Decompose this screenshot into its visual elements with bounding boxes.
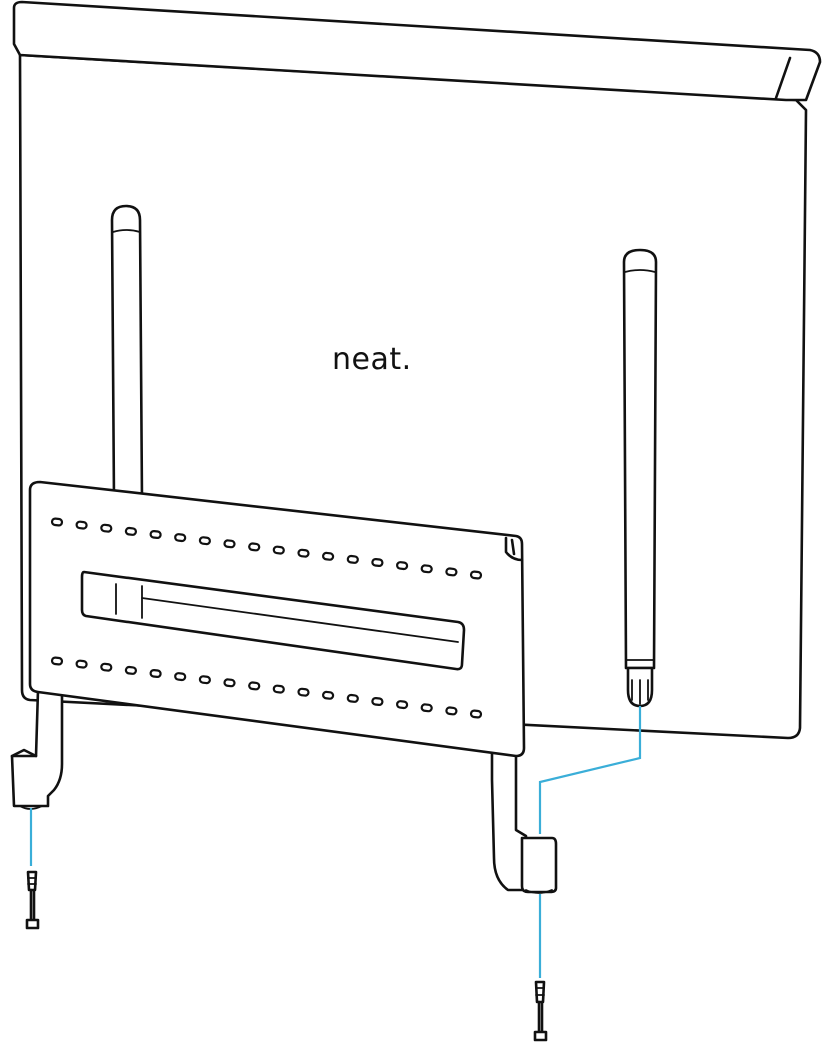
plate-hole: [248, 542, 261, 552]
screw-right: [533, 980, 548, 1042]
screw-left: [25, 870, 40, 930]
plate-hole: [396, 700, 409, 710]
bracket-leg-right: [490, 738, 558, 894]
wall-plate: [28, 480, 526, 758]
plate-hole: [149, 668, 162, 679]
plate-hole: [346, 554, 359, 564]
plate-hole: [149, 529, 162, 540]
plate-hole: [445, 567, 458, 577]
plate-hole: [248, 681, 261, 691]
plate-hole: [50, 656, 64, 666]
plate-hole: [124, 526, 137, 536]
plate-hole: [297, 687, 310, 697]
plate-hole: [223, 678, 236, 688]
plate-hole: [469, 709, 483, 719]
plate-holes-top: [50, 517, 483, 580]
bracket-leg-left: [10, 688, 64, 810]
plate-hole: [420, 564, 433, 574]
plate-hole: [322, 551, 335, 561]
guide-lines: [29, 706, 642, 978]
plate-hole: [469, 570, 483, 580]
plate-hole: [198, 536, 211, 546]
plate-hole: [100, 662, 113, 672]
plate-hole: [272, 684, 285, 694]
plate-hole: [272, 545, 285, 555]
plate-hole: [124, 665, 137, 675]
plate-hole: [174, 672, 187, 682]
plate-hole: [50, 517, 64, 527]
plate-hole: [420, 703, 433, 713]
guide-line-right-upper: [538, 706, 642, 834]
plate-hole: [100, 523, 113, 533]
neat-logo: neat.: [332, 342, 412, 377]
plate-hole: [371, 696, 384, 707]
plate-hole: [322, 690, 335, 700]
plate-hole: [75, 659, 88, 669]
plate-hole: [297, 548, 310, 558]
plate-hole: [198, 675, 211, 685]
plate-hole: [75, 520, 88, 530]
plate-hole: [346, 693, 359, 703]
plate-hole: [223, 539, 236, 549]
plate-hole: [371, 557, 384, 568]
plate-hole: [174, 533, 187, 543]
plate-holes-bottom: [50, 656, 483, 719]
plate-hole: [396, 561, 409, 571]
plate-hole: [445, 706, 458, 716]
mounting-post-right: [622, 248, 658, 708]
